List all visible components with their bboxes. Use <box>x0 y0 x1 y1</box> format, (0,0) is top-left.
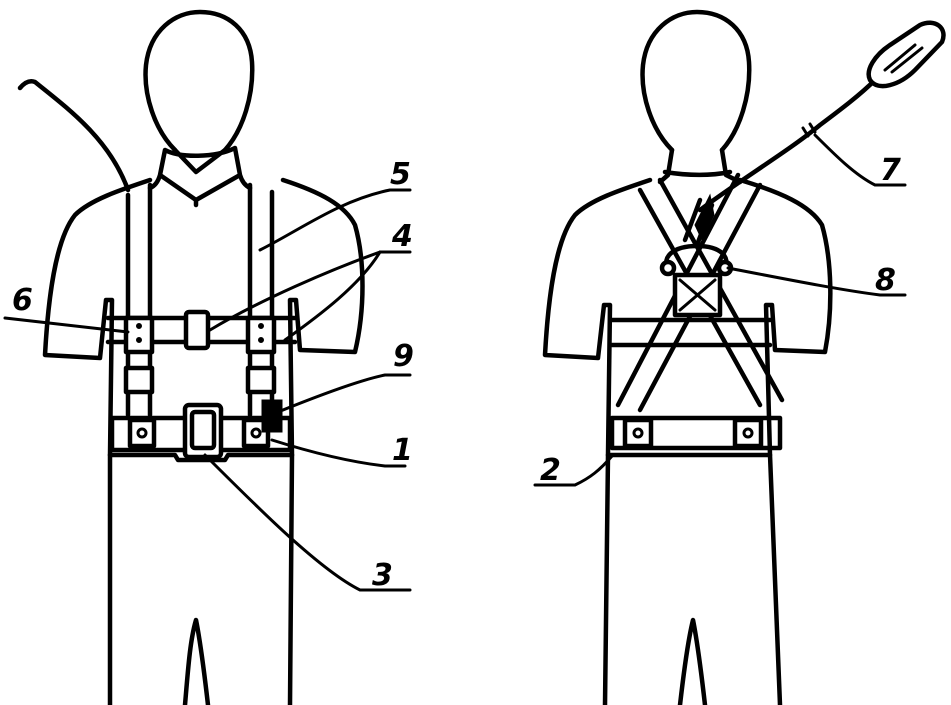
front-waistband <box>107 452 295 463</box>
front-view <box>17 9 365 705</box>
leader-7 <box>813 133 907 187</box>
lanyard-joint <box>801 122 817 138</box>
strap-lower-buckle-right <box>245 365 277 395</box>
front-head <box>143 9 255 153</box>
leader-9 <box>276 373 412 414</box>
callout-6: 6 <box>12 283 33 318</box>
carabiner-icon <box>866 20 946 89</box>
back-view <box>542 9 946 705</box>
rivet <box>258 323 264 329</box>
back-waist-belt <box>609 415 783 451</box>
back-upper-band <box>609 317 773 348</box>
belt-rivet <box>742 427 754 439</box>
d-ring-left <box>659 259 677 277</box>
back-belt-ring-left <box>622 417 654 449</box>
callout-labels: 5 4 6 9 1 3 2 7 8 <box>12 153 901 593</box>
strap-lower-buckle-left <box>123 365 155 395</box>
callout-5: 5 <box>390 157 411 192</box>
black-clasp <box>261 399 283 433</box>
rivet <box>136 323 142 329</box>
belt-ring-left <box>127 417 157 449</box>
belt-rivet <box>136 427 148 439</box>
front-collar <box>147 145 253 208</box>
callout-1: 1 <box>392 433 413 468</box>
callout-4: 4 <box>391 219 413 254</box>
center-buckle-inner <box>189 409 217 451</box>
rivet <box>258 337 264 343</box>
belt-rivet <box>250 427 262 439</box>
back-belt-ring-right <box>732 417 764 449</box>
callout-2: 2 <box>540 453 561 488</box>
cross-plate-x <box>678 278 717 312</box>
leader-3 <box>203 453 412 592</box>
belt-rivet <box>632 427 644 439</box>
back-neck <box>657 147 743 185</box>
rivet <box>136 337 142 343</box>
callout-leaders <box>3 133 907 592</box>
front-rope <box>17 79 131 193</box>
leader-8 <box>726 266 907 297</box>
leader-5 <box>258 188 412 252</box>
callout-8: 8 <box>875 263 896 298</box>
leader-4b <box>283 250 382 342</box>
leader-2 <box>533 454 614 487</box>
callout-7: 7 <box>880 153 901 188</box>
back-body-outline <box>542 177 833 705</box>
leader-6 <box>3 316 130 334</box>
callout-9: 9 <box>393 339 414 374</box>
chest-buckle <box>183 309 211 351</box>
leader-1 <box>270 438 407 468</box>
front-body-outline <box>42 177 365 705</box>
leader-4a <box>208 250 412 332</box>
callout-3: 3 <box>372 558 393 593</box>
back-head <box>640 9 752 153</box>
